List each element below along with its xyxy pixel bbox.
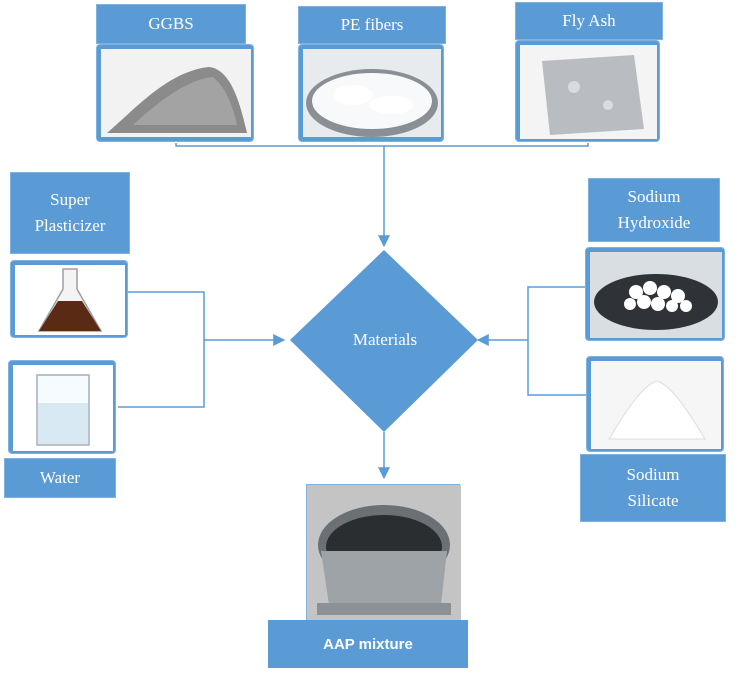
top-bus-line [175, 143, 589, 147]
powder-pile-icon [101, 49, 251, 137]
sodium-hydroxide-image [585, 247, 725, 341]
aap-mixture-image [306, 484, 461, 621]
beaker-icon [13, 365, 113, 451]
fiber-dish-icon [303, 49, 441, 137]
materials-label: Materials [352, 330, 418, 349]
mixing-bowl-icon [307, 485, 461, 621]
sodium-silicate-image [586, 356, 724, 452]
sodium-silicate-text-line2: Silicate [627, 491, 679, 510]
fly-ash-image [515, 40, 660, 142]
white-powder-icon [591, 361, 721, 449]
pe-fibers-text: PE fibers [340, 14, 404, 34]
pellets-dish-icon [590, 252, 722, 338]
ggbs-label: GGBS [96, 4, 246, 44]
sodium-hydroxide-text-line1: Sodium [627, 186, 681, 206]
water-text: Water [39, 467, 81, 487]
aap-mixture-label: AAP mixture [268, 620, 468, 668]
fly-ash-text: Fly Ash [562, 10, 616, 30]
ash-block-icon [520, 45, 657, 139]
left-bracket-line [118, 291, 205, 408]
materials-diamond [290, 250, 478, 432]
pe-fibers-label: PE fibers [298, 6, 446, 44]
right-bracket-line [527, 286, 588, 396]
flask-icon [15, 265, 125, 335]
water-label: Water [4, 458, 116, 498]
sodium-hydroxide-text-line2: Hydroxide [617, 213, 691, 232]
fly-ash-label: Fly Ash [515, 2, 663, 40]
sodium-silicate-label: Sodium Silicate [580, 454, 726, 522]
sodium-hydroxide-label: Sodium Hydroxide [588, 178, 720, 242]
water-image [8, 360, 116, 454]
ggbs-text: GGBS [148, 13, 194, 33]
pe-fibers-image [298, 44, 444, 142]
sodium-silicate-text-line1: Sodium [626, 464, 680, 484]
super-plasticizer-text-line2: Plasticizer [34, 216, 106, 235]
super-plasticizer-label: Super Plasticizer [10, 172, 130, 254]
super-plasticizer-image [10, 260, 128, 338]
super-plasticizer-text-line1: Super [50, 189, 90, 209]
ggbs-image [96, 44, 254, 142]
